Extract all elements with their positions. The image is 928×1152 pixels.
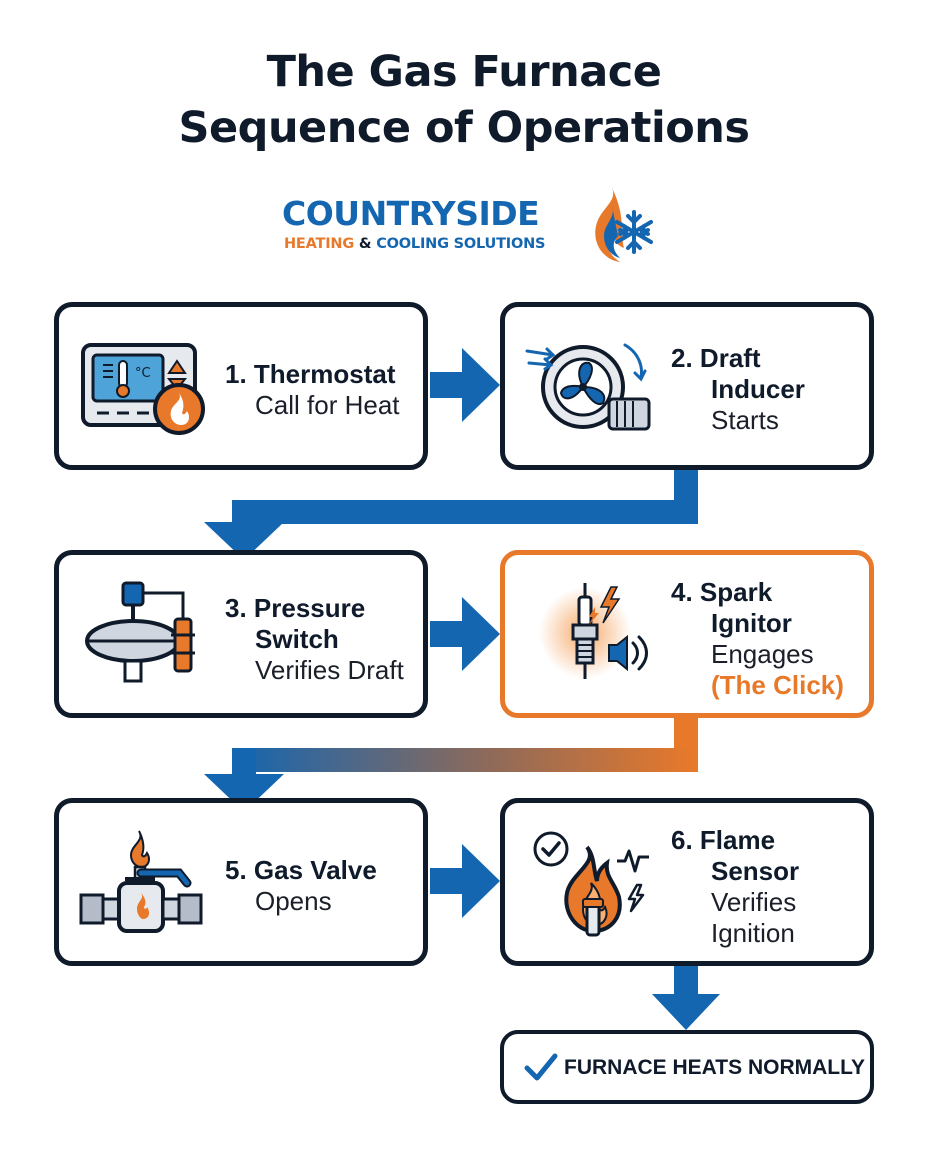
step-3-pressure-switch: 3. Pressure Switch Verifies Draft: [54, 550, 428, 718]
step-3-number: 3.: [225, 593, 247, 623]
step-3-desc: Verifies Draft: [255, 655, 404, 685]
step-4-number: 4.: [671, 577, 693, 607]
draft-inducer-fan-icon: [525, 343, 651, 431]
title-line-1: The Gas Furnace: [266, 47, 662, 97]
step-6-title-line-2: Sensor: [711, 856, 800, 886]
step-6-number: 6.: [671, 825, 693, 855]
step-5-label: 5. Gas Valve Opens: [225, 855, 377, 917]
step-2-label: 2. Draft Inducer Starts: [671, 343, 805, 436]
arrow-5-to-6: [430, 844, 500, 918]
step-6-title-line-1: Flame: [699, 825, 776, 855]
step-4-title-line-2: Ignitor: [711, 608, 792, 638]
step-4-title-line-1: Spark: [699, 577, 773, 607]
step-5-gas-valve: 5. Gas Valve Opens: [54, 798, 428, 966]
check-icon: [524, 1053, 558, 1081]
step-1-desc: Call for Heat: [255, 390, 400, 420]
step-4-label: 4. Spark Ignitor Engages (The Click): [671, 577, 844, 701]
arrow-2-to-3: [204, 468, 698, 560]
step-2-draft-inducer: 2. Draft Inducer Starts: [500, 302, 874, 470]
step-2-title-line-1: Draft: [699, 343, 761, 373]
arrow-3-to-4: [430, 597, 500, 671]
step-2-title-line-2: Inducer: [711, 374, 805, 404]
step-4-spark-ignitor: 4. Spark Ignitor Engages (The Click): [500, 550, 874, 718]
result-text: FURNACE HEATS NORMALLY: [564, 1056, 866, 1079]
spark-ignitor-icon: [539, 583, 648, 679]
logo-tagline: HEATING & COOLING SOLUTIONS: [284, 236, 545, 252]
step-6-flame-sensor: 6. Flame Sensor Verifies Ignition: [500, 798, 874, 966]
step-2-number: 2.: [671, 343, 693, 373]
step-4-desc: Engages: [711, 639, 814, 669]
arrow-6-to-result: [652, 964, 720, 1030]
arrow-4-to-5: [204, 716, 698, 812]
logo-tagline-and: &: [354, 236, 377, 252]
step-1-number: 1.: [225, 359, 247, 389]
thermostat-icon: °C: [81, 343, 205, 435]
step-3-title-line-1: Pressure: [253, 593, 366, 623]
step-6-desc-line-2: Ignition: [711, 918, 795, 948]
step-3-title-line-2: Switch: [255, 624, 339, 654]
step-6-label: 6. Flame Sensor Verifies Ignition: [671, 825, 799, 949]
logo-tagline-cooling: COOLING SOLUTIONS: [376, 236, 546, 252]
step-1-thermostat: °C 1. Thermostat Call for Heat: [54, 302, 428, 470]
flame-snowflake-icon: [595, 188, 653, 262]
company-logo: COUNTRYSIDE HEATING & COOLING SOLUTIONS: [282, 186, 662, 266]
title-line-2: Sequence of Operations: [178, 103, 750, 153]
step-5-number: 5.: [225, 855, 247, 885]
step-2-desc: Starts: [711, 405, 779, 435]
step-5-title: Gas Valve: [253, 855, 377, 885]
step-3-label: 3. Pressure Switch Verifies Draft: [225, 593, 404, 686]
svg-text:°C: °C: [135, 366, 151, 381]
page-title: The Gas Furnace Sequence of Operations: [0, 44, 928, 156]
step-1-title: Thermostat: [253, 359, 396, 389]
step-4-note: (The Click): [711, 670, 844, 700]
logo-name: COUNTRYSIDE: [282, 194, 540, 233]
arrow-1-to-2: [430, 348, 500, 422]
step-6-desc-line-1: Verifies: [711, 887, 797, 917]
gas-valve-icon: [79, 830, 203, 933]
logo-tagline-heating: HEATING: [284, 236, 355, 252]
flame-sensor-icon: [533, 831, 649, 937]
result-box: FURNACE HEATS NORMALLY: [500, 1030, 874, 1104]
step-1-label: 1. Thermostat Call for Heat: [225, 359, 400, 421]
step-5-desc: Opens: [255, 886, 332, 916]
pressure-switch-icon: [85, 581, 195, 683]
